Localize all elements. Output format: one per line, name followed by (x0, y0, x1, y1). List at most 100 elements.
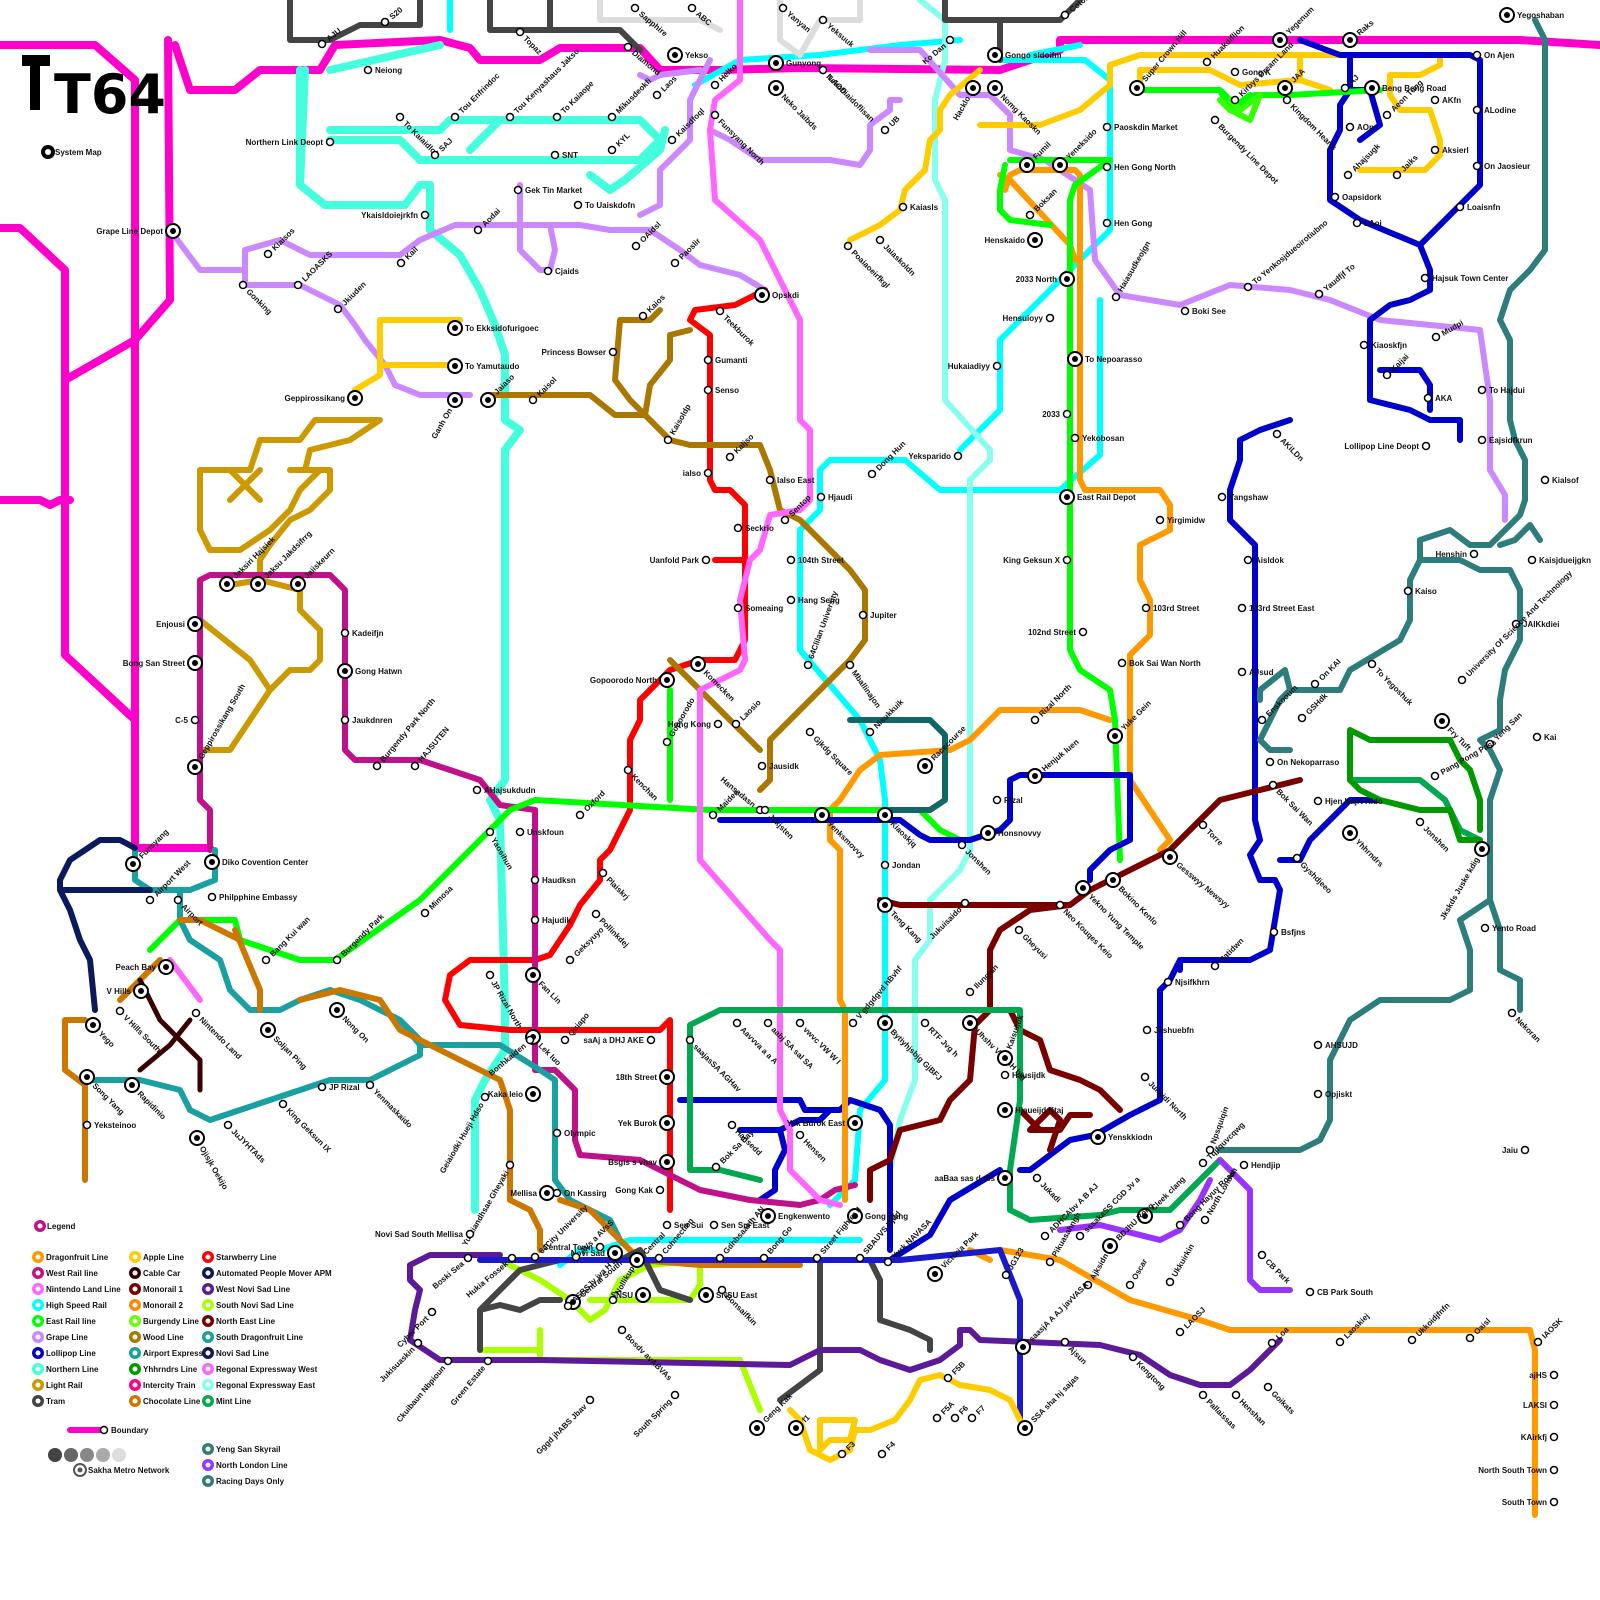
station[interactable]: Geksyuyo (567, 925, 606, 963)
station[interactable]: LAoi (1354, 219, 1382, 228)
station[interactable]: South Spring (632, 1392, 679, 1439)
station[interactable]: Torre (1200, 822, 1226, 848)
station[interactable]: Yek Burok East (787, 1116, 862, 1130)
station[interactable]: AKA (1425, 394, 1453, 403)
station[interactable]: Yanyan (780, 5, 813, 35)
station[interactable]: Bong San Street (123, 656, 202, 670)
station[interactable]: Honsnovvy (981, 826, 1042, 840)
station[interactable]: Nekoran (1509, 1010, 1543, 1045)
station[interactable]: Jonshen (1417, 819, 1452, 854)
station[interactable]: Rizal North (1032, 682, 1074, 723)
station[interactable]: Enjousi (156, 617, 202, 631)
station[interactable]: Mikusdeokfi (609, 77, 654, 121)
station[interactable]: Huakdiflion (1204, 23, 1247, 65)
station[interactable]: Gheyusi (1016, 927, 1050, 961)
station[interactable]: Geppirossikang South (188, 682, 247, 774)
station[interactable]: East Rail Depot (1060, 490, 1136, 504)
station[interactable]: Boki See (1182, 307, 1227, 316)
station[interactable]: Jkiuden (335, 280, 368, 313)
station[interactable]: LAKSI (1523, 1401, 1558, 1410)
station[interactable]: 102nd Street (1028, 628, 1087, 637)
station[interactable]: Soljan Ping (261, 1023, 309, 1071)
station[interactable]: Nomg Kaoskn (988, 81, 1043, 137)
station[interactable]: Gdhbsaaklh AN (717, 1204, 767, 1261)
station[interactable]: Jaiu (1502, 1146, 1529, 1155)
station[interactable]: To Kaiaidloi (397, 114, 440, 158)
station[interactable]: Kai (1534, 733, 1557, 742)
station[interactable]: Peach Bay (116, 960, 173, 974)
station[interactable]: 2033 (1042, 410, 1070, 419)
station[interactable]: ialso (683, 469, 712, 478)
station[interactable]: To Yenkosjdueoirotiubno (1245, 218, 1330, 290)
station[interactable]: Geppirossikang (285, 391, 362, 405)
station[interactable]: Hensen (797, 1132, 829, 1164)
station[interactable]: Kaisoldp (665, 403, 693, 444)
station[interactable]: Jaiaskoldn (877, 237, 918, 278)
station[interactable]: Jkshuebfn (1144, 1026, 1195, 1035)
station[interactable]: Jukaidi North (1142, 1074, 1190, 1122)
station[interactable]: To Kaiaope (554, 79, 596, 121)
station[interactable]: Cjaids (545, 267, 580, 276)
station[interactable]: North South Town (1478, 1466, 1557, 1475)
station[interactable]: JP Rizal (319, 1083, 360, 1092)
station[interactable]: Neiong (365, 66, 403, 75)
station[interactable]: Loaisnfn (1457, 203, 1501, 212)
station[interactable]: Njsifkhrn (1165, 978, 1210, 987)
station[interactable]: F4 (879, 1439, 898, 1457)
station[interactable]: King Geksun X (1003, 556, 1070, 565)
station[interactable]: Yirgimidw (1157, 516, 1206, 525)
station[interactable]: Yeneksido (1053, 127, 1099, 172)
station[interactable]: Olympic (554, 1129, 597, 1138)
station[interactable]: Hjen Hajrt Kldo (1315, 797, 1383, 806)
station[interactable]: Hjaudi (818, 493, 853, 502)
station[interactable]: To Uaiskdofn (575, 201, 636, 210)
station[interactable]: Airport West (147, 858, 193, 903)
station[interactable]: Grape Line Depot (96, 224, 180, 238)
station[interactable]: AJsud (1239, 668, 1274, 677)
station[interactable]: Diko Covention Center (205, 855, 308, 869)
station[interactable]: Novi Sad South Mellisa (375, 1230, 474, 1239)
station[interactable]: Burgendy Park (334, 912, 387, 964)
station[interactable]: Ykaisldoiejrkfn (361, 211, 428, 220)
station[interactable]: Princess Bowser (542, 348, 617, 357)
station[interactable]: Fan Lin (526, 968, 563, 1006)
station[interactable]: Geiaiodki Hueji Hdso (438, 1094, 488, 1175)
station[interactable]: Henshan (1233, 1392, 1268, 1428)
station[interactable]: Henskaido (985, 233, 1042, 247)
station[interactable]: Rizal (994, 796, 1023, 805)
station[interactable]: saAj a DHJ AKE (583, 1036, 654, 1045)
station[interactable]: Yeksteinoo (84, 1121, 137, 1130)
station[interactable]: Yekso (668, 48, 708, 62)
station[interactable]: Bsfjns (1271, 928, 1307, 937)
station[interactable]: KAirkfj (1521, 1433, 1558, 1442)
station[interactable]: SSA sha hj sajas (1018, 1373, 1081, 1435)
station[interactable]: Bok Sai Wan North (1119, 659, 1201, 668)
station[interactable]: Kaisjdueijgkn (1529, 556, 1592, 565)
station[interactable]: Lollipop Line Deopt (1344, 442, 1429, 451)
station[interactable]: Tou Enfrindoc (452, 71, 502, 121)
station[interactable]: Jupiter (860, 611, 897, 620)
station[interactable]: aaBaa sas d dfs (935, 1171, 1012, 1185)
station[interactable]: ajHS (1529, 1371, 1557, 1380)
station[interactable]: King Geksun IX (280, 1101, 334, 1155)
station[interactable]: Mballinajon (847, 662, 883, 710)
station[interactable]: C-5 (175, 716, 198, 725)
station[interactable]: Jaiks (1394, 153, 1421, 179)
station[interactable]: Nekofliaidoflisan (820, 67, 877, 124)
station[interactable]: 2033 North (1016, 272, 1074, 286)
station[interactable]: Plaiskrj (600, 870, 631, 902)
station[interactable]: Funsyang North (712, 112, 767, 167)
station[interactable]: V gdgdgvd hBvhf (850, 964, 905, 1026)
station[interactable]: IAOSK (1535, 1316, 1565, 1345)
station[interactable]: Hong Kong (668, 720, 722, 729)
station[interactable]: Aavvva a a A (734, 1020, 780, 1067)
station[interactable]: Jausidk (759, 762, 800, 771)
station[interactable]: 104th Street (788, 556, 845, 565)
station[interactable]: Hatidwn (1212, 936, 1246, 969)
station[interactable]: Hendjip (1241, 1161, 1281, 1170)
station[interactable]: Yego (86, 1018, 116, 1049)
station[interactable]: Aodai (475, 206, 503, 233)
station[interactable]: Senso (705, 386, 740, 395)
station[interactable]: Hensuioyy (1003, 314, 1054, 323)
station[interactable]: Kialsof (1542, 476, 1580, 485)
